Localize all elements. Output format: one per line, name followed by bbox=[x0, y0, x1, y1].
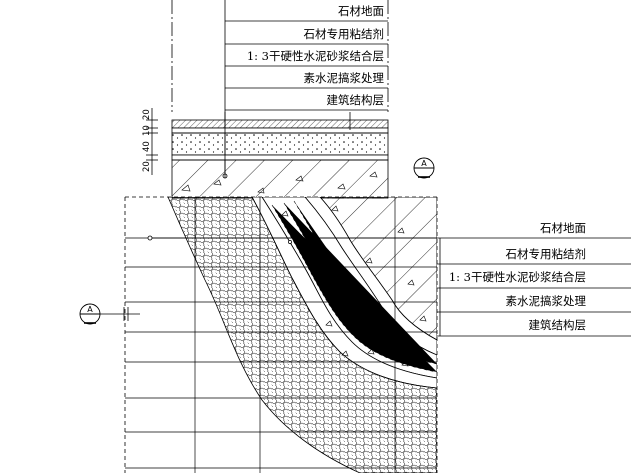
top-layer-label: 素水泥搞浆处理 bbox=[304, 71, 385, 85]
top-layer-label: 石材专用粘结剂 bbox=[304, 27, 385, 41]
stone-layer bbox=[171, 119, 389, 129]
detail-layer-label: 石材专用粘结剂 bbox=[506, 247, 587, 261]
detail-leader-box bbox=[437, 237, 631, 337]
top-layer-label: 建筑结构层 bbox=[327, 93, 385, 107]
section-marker-top: A bbox=[413, 157, 435, 179]
detail-layer-label: 素水泥搞浆处理 bbox=[506, 294, 587, 308]
detail-layer-label: 石材地面 bbox=[540, 221, 586, 235]
detail-layer-labels: 石材地面 石材专用粘结剂 1: 3干硬性水泥砂浆结合层 素水泥搞浆处理 建筑结构… bbox=[449, 221, 587, 332]
cement-paste-layer bbox=[171, 154, 389, 161]
dimension-value: 40 bbox=[142, 141, 152, 152]
detail-layer-label: 1: 3干硬性水泥砂浆结合层 bbox=[449, 270, 586, 284]
adhesive-layer bbox=[171, 127, 389, 134]
detail-grid bbox=[125, 197, 437, 473]
structure-triangles bbox=[331, 205, 427, 322]
dimension-value: 20 bbox=[142, 109, 152, 120]
section-marker-letter: A bbox=[87, 305, 93, 314]
top-section: 石材地面 石材专用粘结剂 1: 3干硬性水泥砂浆结合层 素水泥搞浆处理 建筑结构… bbox=[142, 0, 435, 199]
dimension-value: 10 bbox=[142, 125, 152, 136]
concrete-marks bbox=[181, 171, 378, 194]
top-layer-labels: 石材地面 石材专用粘结剂 1: 3干硬性水泥砂浆结合层 素水泥搞浆处理 建筑结构… bbox=[247, 4, 385, 107]
section-marker-detail: A bbox=[79, 303, 140, 325]
detail-layer-label: 建筑结构层 bbox=[529, 318, 587, 332]
top-layer-label: 1: 3干硬性水泥砂浆结合层 bbox=[247, 49, 384, 63]
dimension-value: 20 bbox=[142, 161, 152, 172]
dimension-chain bbox=[146, 108, 158, 175]
structure-layer bbox=[171, 159, 389, 199]
mortar-layer bbox=[171, 132, 389, 156]
mortar-dashes bbox=[271, 200, 437, 373]
detail-stone-layer bbox=[167, 197, 437, 473]
top-layer-label: 石材地面 bbox=[338, 4, 384, 18]
detail-section: 石材地面 石材专用粘结剂 1: 3干硬性水泥砂浆结合层 素水泥搞浆处理 建筑结构… bbox=[79, 196, 631, 473]
mortar-triangles bbox=[281, 210, 409, 367]
section-marker-letter: A bbox=[421, 159, 427, 168]
